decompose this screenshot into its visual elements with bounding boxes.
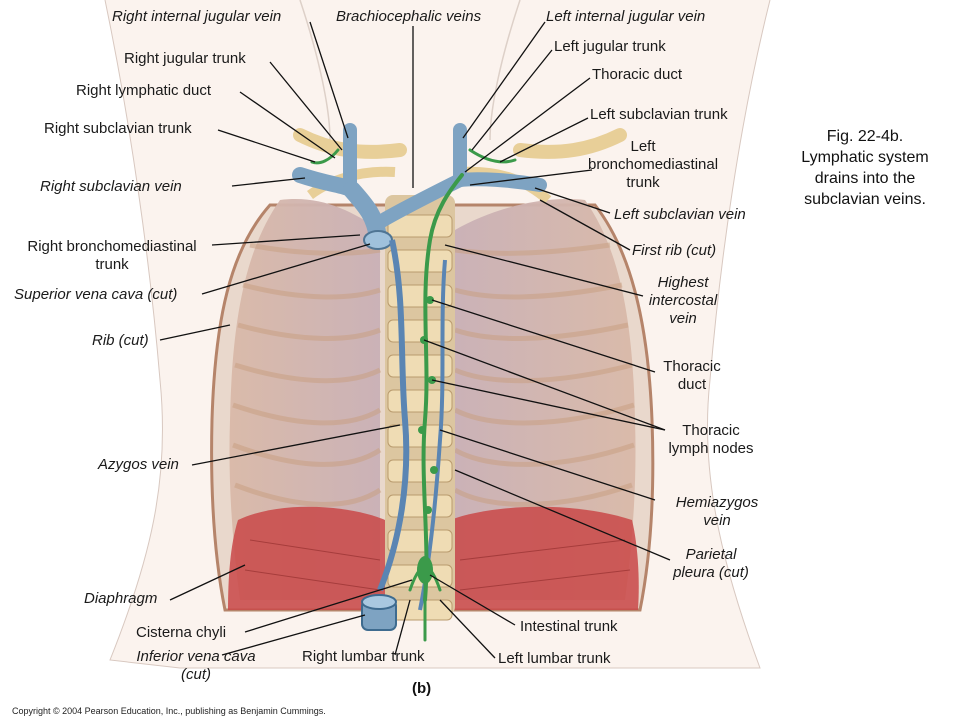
label-thoracic-duct-mid: Thoracic duct bbox=[652, 358, 732, 394]
label-right-lumbar-trunk: Right lumbar trunk bbox=[302, 648, 425, 665]
azygos-vein bbox=[377, 239, 410, 592]
label-line: trunk bbox=[95, 256, 129, 273]
label-inferior-vena-cava: Inferior vena cava (cut) bbox=[124, 648, 268, 684]
label-rib-cut: Rib (cut) bbox=[92, 332, 149, 349]
label-line: trunk bbox=[626, 174, 660, 191]
label-line: Hemiazygos bbox=[675, 494, 759, 511]
label-right-bronchomediastinal-trunk: Right bronchomediastinal trunk bbox=[12, 238, 212, 274]
label-thoracic-lymph-nodes: Thoracic lymph nodes bbox=[656, 422, 766, 458]
label-intestinal-trunk: Intestinal trunk bbox=[520, 618, 618, 635]
caption-line: Lymphatic system bbox=[801, 149, 929, 166]
label-cisterna-chyli: Cisterna chyli bbox=[136, 624, 227, 641]
label-line: vein bbox=[703, 512, 731, 529]
label-line: Thoracic bbox=[682, 422, 740, 439]
clavicle-left bbox=[513, 128, 627, 159]
neck-outline bbox=[299, 0, 521, 141]
label-left-subclavian-trunk: Left subclavian trunk bbox=[590, 106, 728, 123]
label-line: pleura (cut) bbox=[673, 564, 749, 581]
label-line: duct bbox=[677, 376, 707, 393]
label-thoracic-duct-top: Thoracic duct bbox=[592, 66, 683, 83]
label-line: vein bbox=[669, 310, 697, 327]
label-right-subclavian-vein: Right subclavian vein bbox=[40, 178, 182, 195]
label-left-jugular-trunk: Left jugular trunk bbox=[554, 38, 666, 55]
label-left-bronchomediastinal-trunk: Left bronchomediastinal trunk bbox=[588, 138, 719, 192]
label-highest-intercostal-vein: Highest intercostal vein bbox=[638, 274, 728, 328]
label-line: (cut) bbox=[181, 666, 211, 683]
label-first-rib: First rib (cut) bbox=[632, 242, 717, 259]
label-azygos-vein: Azygos vein bbox=[98, 456, 179, 473]
right-pleura bbox=[229, 199, 380, 600]
left-pleura bbox=[455, 199, 636, 600]
label-left-subclavian-vein: Left subclavian vein bbox=[614, 206, 746, 223]
label-line: Parietal bbox=[685, 546, 737, 563]
label-line: intercostal bbox=[648, 292, 718, 309]
panel-label: (b) bbox=[412, 680, 432, 697]
label-diaphragm: Diaphragm bbox=[84, 590, 158, 607]
figure-caption: Fig. 22-4b. Lymphatic system drains into… bbox=[770, 126, 960, 210]
label-line: Inferior vena cava bbox=[136, 648, 256, 665]
label-left-internal-jugular-vein: Left internal jugular vein bbox=[546, 8, 706, 25]
label-parietal-pleura: Parietal pleura (cut) bbox=[656, 546, 766, 582]
label-line: Highest bbox=[657, 274, 709, 291]
copyright-notice: Copyright © 2004 Pearson Education, Inc.… bbox=[12, 706, 326, 716]
label-right-jugular-trunk: Right jugular trunk bbox=[124, 50, 246, 67]
cisterna-chyli-shape bbox=[417, 556, 433, 584]
label-superior-vena-cava: Superior vena cava (cut) bbox=[14, 286, 178, 303]
label-left-lumbar-trunk: Left lumbar trunk bbox=[498, 650, 611, 667]
caption-line: drains into the bbox=[814, 170, 916, 187]
label-line: bronchomediastinal bbox=[588, 156, 719, 173]
diaphragm-right bbox=[228, 506, 385, 610]
superior-vena-cava-cut bbox=[363, 230, 393, 250]
label-right-internal-jugular-vein: Right internal jugular vein bbox=[112, 8, 282, 25]
label-brachiocephalic-veins: Brachiocephalic veins bbox=[336, 8, 482, 25]
leader-lines bbox=[159, 21, 671, 659]
diaphragm-left bbox=[450, 506, 639, 610]
ribs bbox=[232, 242, 635, 507]
caption-line: subclavian veins. bbox=[804, 191, 926, 208]
label-line: Thoracic bbox=[663, 358, 721, 375]
label-line: Right bronchomediastinal bbox=[27, 238, 197, 255]
caption-line: Fig. 22-4b. bbox=[826, 128, 904, 145]
label-hemiazygos-vein: Hemiazygos vein bbox=[662, 494, 772, 530]
label-right-subclavian-trunk: Right subclavian trunk bbox=[44, 120, 192, 137]
thoracic-lymph-nodes bbox=[418, 296, 438, 514]
label-right-lymphatic-duct: Right lymphatic duct bbox=[76, 82, 212, 99]
label-line: Left bbox=[630, 138, 656, 155]
label-line: lymph nodes bbox=[668, 440, 754, 457]
